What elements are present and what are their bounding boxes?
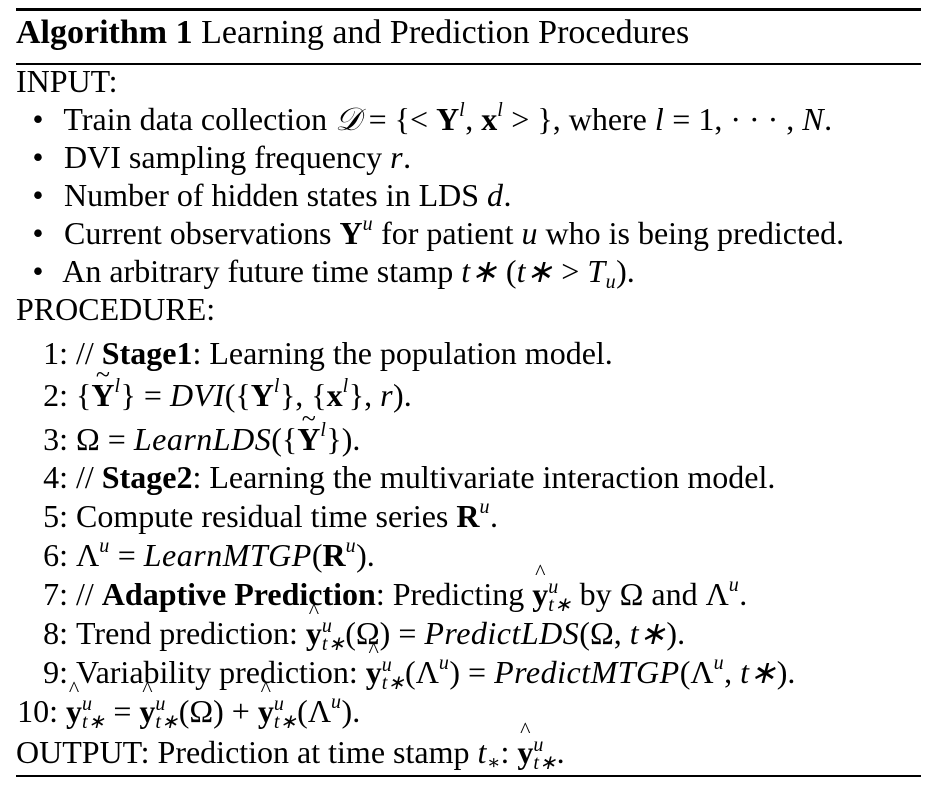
step-2: 2:{~Yl} = DVI({Yl}, {xl}, r). [43, 360, 412, 413]
step-3: 3:Ω = LearnLDS({~Yl}). [43, 404, 361, 457]
step-4: 4:// Stage2: Learning the multivariate i… [43, 459, 776, 495]
algorithm-name: Learning and Prediction Procedures [192, 14, 690, 51]
algorithm-title: Algorithm 1 Learning and Prediction Proc… [16, 13, 689, 51]
output-label: OUTPUT: [16, 734, 150, 770]
bottom-rule [16, 775, 921, 777]
input-label: INPUT: [16, 63, 118, 99]
input-item-future-time: • An arbitrary future time stamp t∗ (t∗ … [16, 252, 634, 292]
step-5: 5:Compute residual time series Ru. [43, 496, 498, 534]
bullet-icon: • [32, 139, 44, 175]
bullet-icon: • [32, 253, 44, 289]
title-rule [16, 63, 921, 65]
bullet-icon: • [32, 215, 44, 251]
procedure-label: PROCEDURE: [16, 291, 216, 327]
input-item-hidden-states: • Number of hidden states in LDS d. [16, 176, 511, 214]
input-item-dvi-frequency: • DVI sampling frequency r. [16, 138, 411, 176]
input-item-train-data: • Train data collection 𝒟 = {< Yl, xl > … [16, 100, 832, 138]
top-rule [16, 8, 921, 11]
bullet-icon: • [32, 177, 44, 213]
step-1: 1:// Stage1: Learning the population mod… [43, 335, 613, 371]
bullet-icon: • [32, 101, 44, 137]
input-item-current-observations: • Current observations Yu for patient u … [16, 214, 844, 252]
step-6: 6:Λu = LearnMTGP(Ru). [43, 535, 375, 573]
algorithm-number: Algorithm 1 [16, 14, 193, 51]
